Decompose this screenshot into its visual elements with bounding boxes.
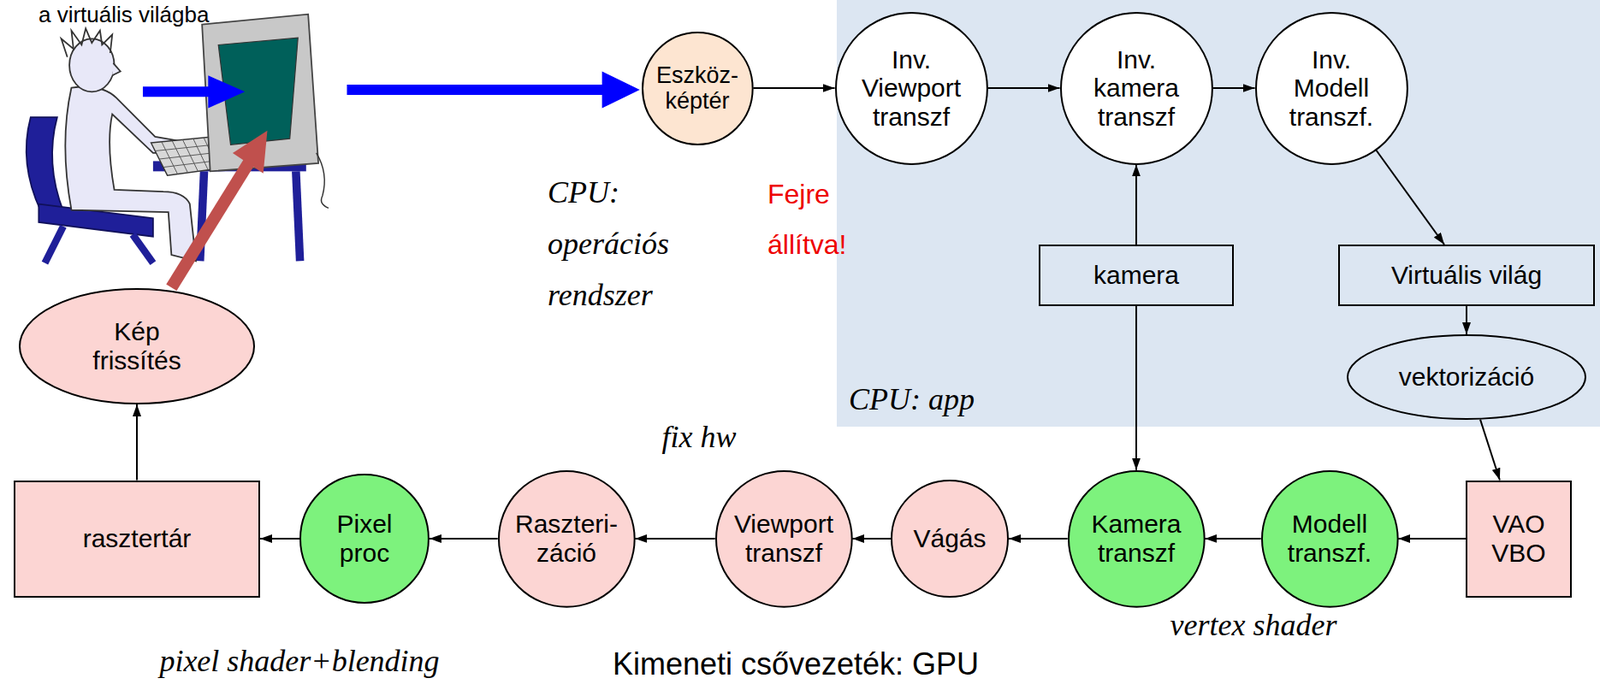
data-box: kamera (1038, 244, 1234, 307)
region-label: CPU: app (848, 382, 975, 417)
cpu-app-region: Inv. Viewport transzf Inv. kamera transzf… (836, 0, 1600, 427)
ellipse-border (498, 471, 635, 608)
person-nose (112, 63, 121, 76)
node-label: Pixel proc (313, 509, 416, 568)
annotation-italic: pixel shader+blending (94, 643, 505, 681)
ellipse-border (19, 289, 255, 404)
illustration-part (193, 138, 208, 171)
box-border (1339, 245, 1595, 306)
shader-circle: Pixel proc (299, 474, 430, 605)
fixed-stage-circle: Vágás (890, 480, 1009, 599)
flow-arrow (634, 538, 715, 540)
flow-arrow (1375, 150, 1445, 245)
annotation-italic: CPU: operációs rendszer (547, 167, 698, 321)
node-label: vektorizáció (1398, 362, 1535, 392)
monitor-cable (316, 153, 329, 208)
node-label: Raszteri- záció (510, 509, 623, 568)
node-label: kamera (1093, 260, 1180, 291)
desk-leg (296, 171, 301, 261)
node-label: Eszköz- képtér (654, 62, 741, 114)
box-border (1039, 245, 1233, 306)
ellipse-border (1060, 12, 1213, 165)
box-border (1466, 481, 1571, 598)
view-arrow-line (142, 86, 211, 97)
flow-arrow (852, 538, 891, 540)
flow-arrow (1135, 164, 1138, 245)
flow-arrow (1480, 420, 1500, 481)
ellipse-border (1347, 335, 1586, 420)
ellipse-border (642, 32, 753, 145)
process-circle: Inv. Viewport transzf (835, 11, 989, 166)
node-label: Inv. kamera transzf (1080, 45, 1192, 132)
annotation-italic: vertex shader (1137, 607, 1369, 645)
view-arrow-head (207, 75, 245, 108)
process-ellipse: Kép frissítés (18, 288, 255, 405)
refresh-arrow-line (171, 159, 251, 288)
flow-arrow (987, 87, 1060, 89)
warning-note: Fejre állítva! (767, 169, 888, 271)
refresh-arrow-head (232, 130, 268, 174)
process-circle: Inv. Modell transzf. (1255, 11, 1409, 166)
input-arrow-head (602, 71, 640, 108)
node-label: rasztertár (82, 524, 192, 554)
data-box: Virtuális világ (1338, 244, 1595, 307)
node-label: Viewport transzf (728, 509, 840, 568)
process-circle: Inv. kamera transzf (1060, 11, 1214, 166)
person-head (69, 38, 114, 92)
device-space-circle: Eszköz- képtér (641, 31, 754, 146)
fixed-stage-circle: Raszteri- záció (497, 470, 636, 609)
buffer-box: VAO VBO (1465, 480, 1572, 599)
node-label: Vágás (912, 524, 986, 554)
flow-arrow (260, 538, 300, 540)
ellipse-border (1256, 12, 1408, 165)
node-label: Kép frissítés (77, 317, 197, 375)
node-label: Inv. Viewport transzf (855, 45, 967, 132)
ellipse-border (1262, 471, 1399, 608)
annotation-italic: fix hw (613, 419, 785, 457)
flow-arrow (1398, 538, 1466, 540)
flow-arrow (1008, 538, 1068, 540)
section-caption: Kimeneti csővezeték: GPU (513, 645, 1079, 683)
shader-circle: Kamera transzf (1067, 470, 1206, 609)
chair-back (26, 117, 64, 212)
ellipse-border (1068, 471, 1205, 608)
node-label: Modell transzf. (1274, 509, 1386, 568)
buffer-box: rasztertár (13, 480, 261, 599)
input-arrow-line (346, 84, 605, 95)
flow-arrow (429, 538, 498, 540)
node-label: Virtuális világ (1391, 260, 1542, 291)
chair-leg (132, 234, 154, 263)
flow-arrow (1135, 306, 1138, 471)
ellipse-border (300, 474, 429, 604)
flow-arrow (1465, 306, 1468, 335)
shader-circle: Modell transzf. (1261, 470, 1399, 609)
ellipse-border (891, 480, 1008, 598)
flow-arrow (136, 404, 138, 481)
fixed-stage-circle: Viewport transzf (715, 470, 854, 609)
flow-arrow (1212, 87, 1255, 89)
ellipse-border (716, 471, 853, 608)
box-border (14, 481, 260, 598)
person-hair (61, 28, 113, 57)
node-label: VAO VBO (1475, 509, 1562, 568)
process-ellipse: vektorizáció (1346, 334, 1587, 421)
note-text: a virtuális világba (38, 1, 313, 29)
flow-arrow (752, 87, 835, 89)
flow-arrow (1204, 538, 1261, 540)
node-label: Inv. Modell transzf. (1275, 45, 1387, 132)
node-label: Kamera transzf (1080, 509, 1192, 568)
ellipse-border (835, 12, 988, 165)
chair-leg (44, 226, 63, 264)
